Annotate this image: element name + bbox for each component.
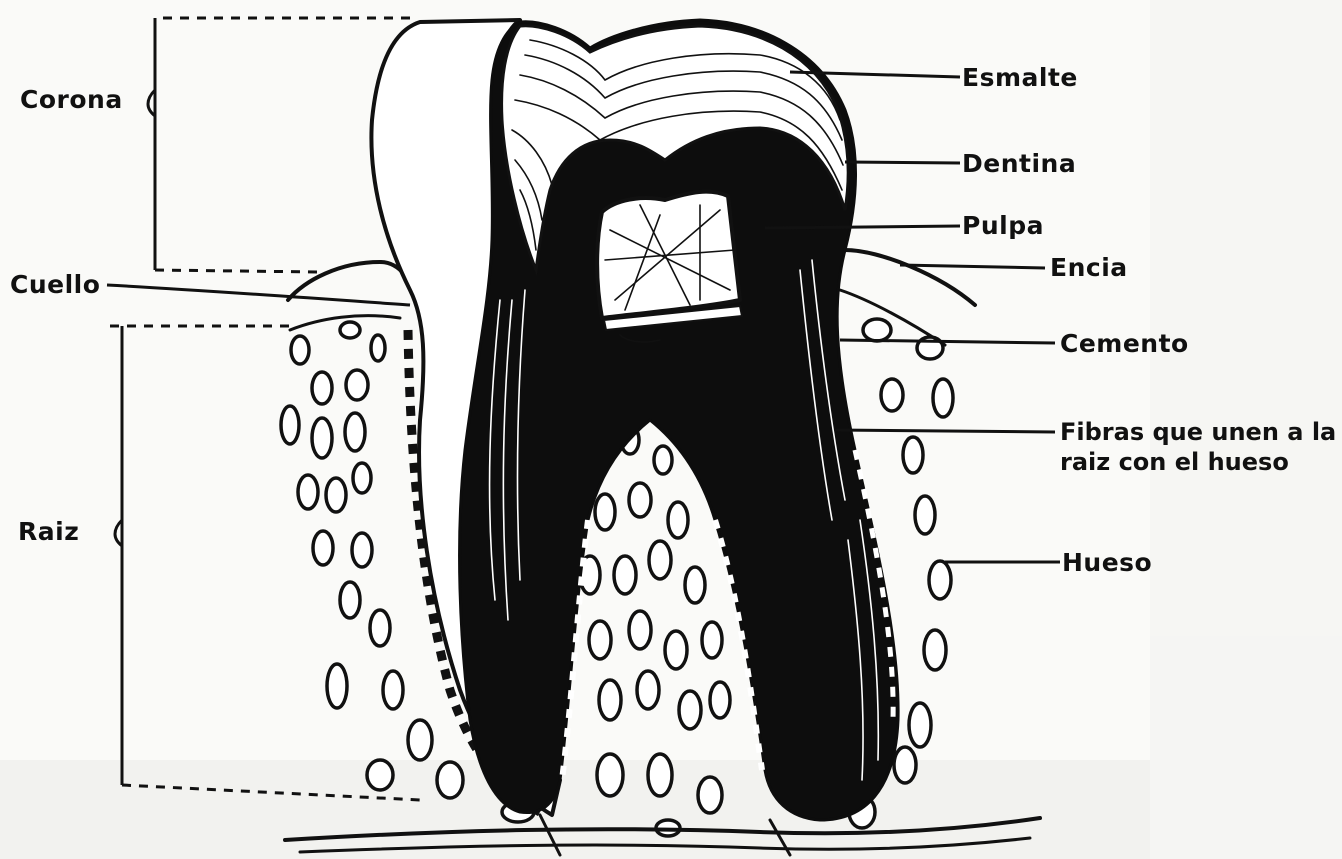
- label-fibras-line2: raiz con el hueso: [1060, 448, 1289, 476]
- label-esmalte: Esmalte: [962, 63, 1078, 92]
- label-pulpa: Pulpa: [962, 211, 1044, 240]
- label-encia: Encia: [1050, 253, 1128, 282]
- label-dentina: Dentina: [962, 149, 1076, 178]
- label-hueso: Hueso: [1062, 548, 1152, 577]
- label-cemento: Cemento: [1060, 329, 1189, 358]
- label-raiz: Raiz: [18, 517, 79, 546]
- label-fibras-line1: Fibras que unen a la: [1060, 418, 1336, 446]
- root-bracket: [110, 326, 420, 800]
- label-corona: Corona: [20, 85, 123, 114]
- label-cuello: Cuello: [10, 270, 100, 299]
